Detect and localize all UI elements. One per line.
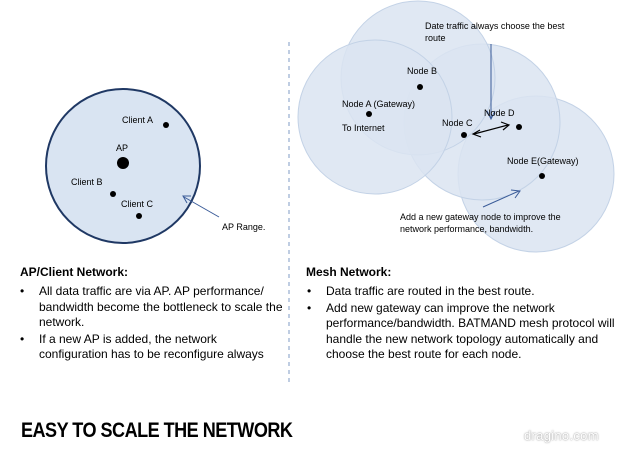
client-c-node xyxy=(136,213,142,219)
list-item: Data traffic are routed in the best rout… xyxy=(305,284,617,300)
route-arrowhead-left xyxy=(471,129,482,138)
node-b-label: Node B xyxy=(407,66,438,76)
mesh-heading: Mesh Network: xyxy=(306,265,392,279)
ap-client-heading: AP/Client Network: xyxy=(20,265,129,279)
client-b-node xyxy=(110,191,116,197)
client-c-label: Client C xyxy=(121,199,154,209)
client-a-node xyxy=(163,122,169,128)
route-double-arrow xyxy=(473,124,509,135)
node-c-label: Node C xyxy=(442,118,473,128)
mesh-range-node-a xyxy=(297,39,453,195)
gateway-note-arrow xyxy=(482,190,520,208)
list-item: All data traffic are via AP. AP performa… xyxy=(18,284,286,331)
route-note: Date traffic always choose the best rout… xyxy=(425,21,565,43)
node-d-dot xyxy=(516,124,522,130)
gateway-note-arrowhead xyxy=(510,189,521,199)
ap-client-bullets: All data traffic are via AP. AP performa… xyxy=(18,284,286,364)
page-title: EASY TO SCALE THE NETWORK xyxy=(21,419,293,442)
ap-range-arrowhead xyxy=(182,195,191,204)
node-a-label: Node A (Gateway) xyxy=(342,99,416,109)
route-arrowhead-right xyxy=(500,121,511,131)
gateway-note: Add a new gateway node to improve the ne… xyxy=(400,212,561,234)
ap-range-label: AP Range. xyxy=(222,222,266,232)
node-b-dot xyxy=(417,84,423,90)
mesh-bullets: Data traffic are routed in the best rout… xyxy=(305,284,617,364)
ap-label: AP xyxy=(116,143,129,153)
ap-range-arrow xyxy=(183,196,220,218)
node-a-dot xyxy=(366,111,372,117)
list-item: If a new AP is added, the network config… xyxy=(18,332,286,363)
route-note-arrowhead xyxy=(486,110,496,121)
node-c-dot xyxy=(461,132,467,138)
list-item: Add new gateway can improve the network … xyxy=(305,301,617,363)
node-d-label: Node D xyxy=(484,108,515,118)
client-b-label: Client B xyxy=(71,177,103,187)
watermark: dragino.com xyxy=(524,428,599,443)
node-e-dot xyxy=(539,173,545,179)
client-a-label: Client A xyxy=(122,115,154,125)
node-e-label: Node E(Gateway) xyxy=(507,156,579,166)
to-internet-label: To Internet xyxy=(342,123,385,133)
ap-node xyxy=(117,157,129,169)
